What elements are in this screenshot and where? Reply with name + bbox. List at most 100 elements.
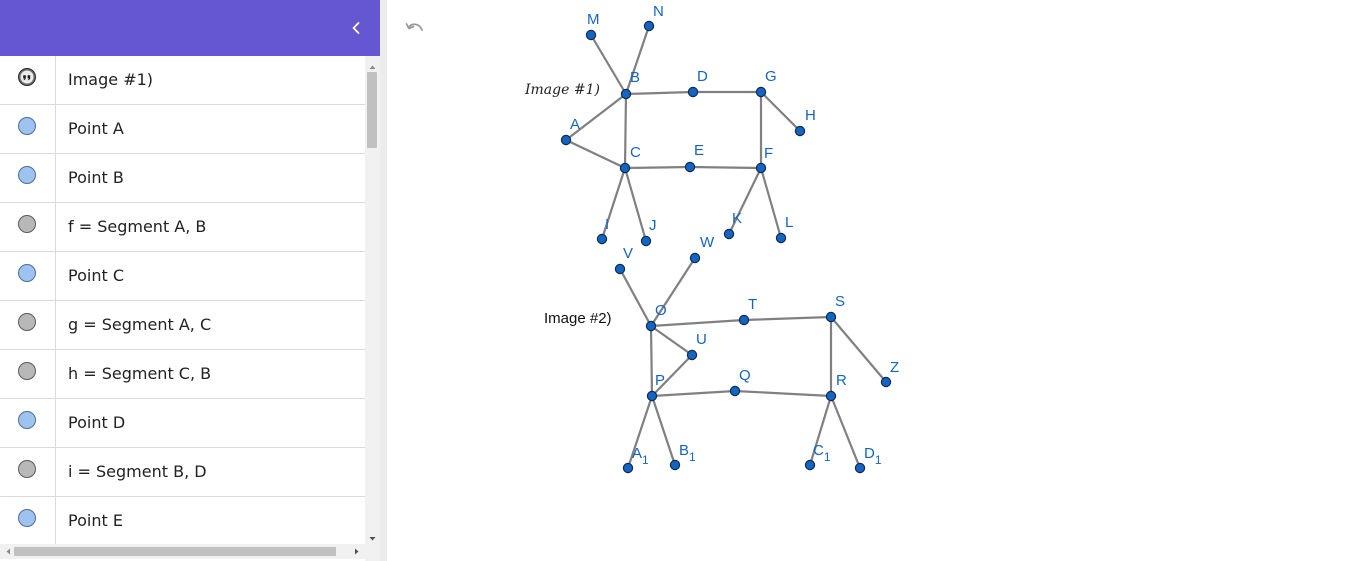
scrollbar-corner xyxy=(365,544,380,561)
point-label-letter: H xyxy=(805,107,816,124)
algebra-row[interactable]: g = Segment A, C xyxy=(0,301,365,350)
segment-P-B1[interactable] xyxy=(650,394,677,467)
algebra-row[interactable]: h = Segment C, B xyxy=(0,350,365,399)
panel-divider[interactable] xyxy=(380,0,387,561)
point-H[interactable] xyxy=(794,125,806,137)
point-O[interactable] xyxy=(645,320,657,332)
algebra-row[interactable]: Point D xyxy=(0,399,365,448)
segment-V-O[interactable] xyxy=(618,267,653,328)
point-label-letter: G xyxy=(765,68,777,85)
point-D[interactable] xyxy=(687,86,699,98)
visibility-toggle[interactable] xyxy=(18,509,36,527)
horizontal-scroll-thumb[interactable] xyxy=(14,547,336,556)
scroll-up-arrow-icon[interactable] xyxy=(365,58,380,70)
point-W[interactable] xyxy=(689,252,701,264)
point-V[interactable] xyxy=(614,263,626,275)
segment-A-C[interactable] xyxy=(564,138,627,170)
point-label-letter: D xyxy=(864,445,875,462)
segment-C-E[interactable] xyxy=(623,165,692,170)
point-U[interactable] xyxy=(686,349,698,361)
point-F[interactable] xyxy=(755,162,767,174)
visibility-toggle[interactable] xyxy=(18,166,36,184)
point-A1[interactable] xyxy=(622,462,634,474)
segment-M-B[interactable] xyxy=(589,33,628,96)
visibility-toggle[interactable] xyxy=(18,215,36,233)
segment-O-U[interactable] xyxy=(649,324,694,357)
segment-P-Q[interactable] xyxy=(650,389,737,398)
segment-F-K[interactable] xyxy=(727,166,763,236)
segment-Q-R[interactable] xyxy=(733,389,833,398)
segment-C-I[interactable] xyxy=(600,166,627,241)
point-D1[interactable] xyxy=(854,462,866,474)
algebra-row[interactable]: Image #1) xyxy=(0,56,365,105)
point-B1[interactable] xyxy=(669,459,681,471)
point-K[interactable] xyxy=(723,228,735,240)
segment-A-B[interactable] xyxy=(564,92,628,142)
segment-O-T[interactable] xyxy=(649,318,746,328)
segment-C-B[interactable] xyxy=(623,92,628,170)
point-Z[interactable] xyxy=(880,376,892,388)
point-label-letter: B xyxy=(630,69,640,86)
point-E[interactable] xyxy=(684,161,696,173)
segment-W-O[interactable] xyxy=(649,256,697,328)
scroll-right-arrow-icon[interactable] xyxy=(351,544,363,559)
scroll-down-arrow-icon[interactable] xyxy=(365,530,380,542)
segment-F-L[interactable] xyxy=(759,166,783,240)
visibility-toggle[interactable] xyxy=(18,362,36,380)
algebra-row[interactable]: Point C xyxy=(0,252,365,301)
segment-S-Z[interactable] xyxy=(829,315,888,384)
algebra-row[interactable]: Point B xyxy=(0,154,365,203)
point-G[interactable] xyxy=(755,86,767,98)
vertical-scroll-thumb[interactable] xyxy=(367,72,377,148)
quote-icon[interactable] xyxy=(18,68,36,86)
point-R[interactable] xyxy=(825,390,837,402)
segment-G-H[interactable] xyxy=(759,90,802,133)
algebra-row[interactable]: i = Segment B, D xyxy=(0,448,365,497)
point-P[interactable] xyxy=(646,390,658,402)
scroll-left-arrow-icon[interactable] xyxy=(2,544,14,559)
point-A[interactable] xyxy=(560,134,572,146)
segment-R-C1[interactable] xyxy=(808,394,833,467)
point-J[interactable] xyxy=(640,235,652,247)
segment-R-D1[interactable] xyxy=(829,394,862,470)
algebra-row[interactable]: Point E xyxy=(0,497,365,544)
segment-U-P[interactable] xyxy=(650,353,694,398)
segment-T-S[interactable] xyxy=(742,315,833,322)
point-label-J: J xyxy=(649,217,657,234)
visibility-toggle[interactable] xyxy=(18,117,36,135)
point-C[interactable] xyxy=(619,162,631,174)
point-N[interactable] xyxy=(643,20,655,32)
point-C1[interactable] xyxy=(804,459,816,471)
collapse-panel-button[interactable] xyxy=(344,16,368,40)
undo-button[interactable] xyxy=(403,18,427,38)
image2-label[interactable]: Image #2) xyxy=(544,310,612,327)
segment-P-A1[interactable] xyxy=(626,394,654,470)
point-L[interactable] xyxy=(775,232,787,244)
segment-N-B[interactable] xyxy=(624,24,651,96)
visibility-toggle[interactable] xyxy=(18,264,36,282)
point-label-letter: E xyxy=(694,142,704,159)
segment-C-J[interactable] xyxy=(623,166,648,243)
visibility-toggle[interactable] xyxy=(18,411,36,429)
algebra-row[interactable]: Point A xyxy=(0,105,365,154)
point-S[interactable] xyxy=(825,311,837,323)
algebra-row[interactable]: f = Segment A, B xyxy=(0,203,365,252)
point-I[interactable] xyxy=(596,233,608,245)
point-T[interactable] xyxy=(738,314,750,326)
segment-B-D[interactable] xyxy=(624,90,695,96)
horizontal-scrollbar[interactable] xyxy=(0,544,365,559)
vertical-scrollbar[interactable] xyxy=(365,56,380,544)
segment-O-P[interactable] xyxy=(649,324,654,398)
point-Q[interactable] xyxy=(729,385,741,397)
row-label: Point D xyxy=(68,413,126,432)
row-label: Point B xyxy=(68,168,124,187)
visibility-cell xyxy=(0,497,56,544)
image1-label[interactable]: Image #1) xyxy=(524,82,600,98)
segment-E-F[interactable] xyxy=(688,165,763,170)
point-B[interactable] xyxy=(620,88,632,100)
visibility-toggle[interactable] xyxy=(18,313,36,331)
point-M[interactable] xyxy=(585,29,597,41)
visibility-toggle[interactable] xyxy=(18,460,36,478)
